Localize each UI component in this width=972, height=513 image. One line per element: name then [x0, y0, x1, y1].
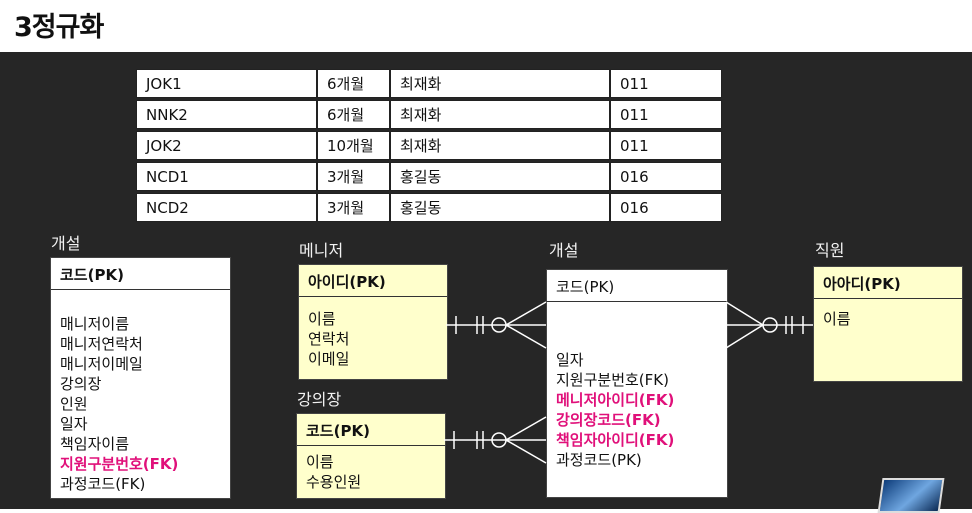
entity-room: 코드(PK) 이름 수용인원	[296, 413, 446, 499]
relationship-gaesul-staff	[725, 301, 813, 349]
table-row: JOK1 6개월 최재화 011	[136, 69, 722, 98]
entity-gaesul-left: 코드(PK) 매니저이름 매니저연락처 매니저이메일 강의장 인원 일자 책임자…	[50, 257, 231, 499]
entity-manager: 아이디(PK) 이름 연락처 이메일	[298, 264, 448, 380]
table-cell: 6개월	[317, 69, 390, 98]
entity-attr: 과정코드(FK)	[60, 475, 146, 493]
entity-caption-staff: 직원	[815, 241, 845, 260]
entity-attr: 일자	[556, 351, 584, 369]
entity-attr: 매니저연락처	[60, 335, 143, 353]
entity-attr: 이름	[306, 453, 334, 471]
table-cell: JOK2	[136, 131, 317, 160]
entity-pk: 코드(PK)	[556, 278, 615, 296]
entity-divider	[297, 445, 445, 446]
entity-attr-fk: 지원구분번호(FK)	[60, 455, 179, 473]
table-cell: 016	[610, 162, 722, 191]
table-row: NCD2 3개월 홍길동 016	[136, 193, 722, 222]
table-cell: 10개월	[317, 131, 390, 160]
title-bar: 3정규화	[0, 0, 972, 52]
table-cell: 6개월	[317, 100, 390, 129]
entity-attr: 매니저이름	[60, 315, 130, 333]
entity-attr: 책임자이름	[60, 435, 130, 453]
table-cell: 최재화	[390, 100, 610, 129]
table-cell: NCD1	[136, 162, 317, 191]
entity-attr: 수용인원	[306, 473, 362, 491]
entity-pk: 코드(PK)	[306, 422, 370, 440]
relationship-room-gaesul	[444, 416, 547, 464]
table-row: NNK2 6개월 최재화 011	[136, 100, 722, 129]
table-cell: 3개월	[317, 162, 390, 191]
entity-pk: 코드(PK)	[60, 266, 124, 284]
entity-divider	[814, 298, 962, 299]
entity-attr: 지원구분번호(FK)	[556, 371, 669, 389]
entity-staff: 아아디(PK) 이름	[813, 266, 963, 382]
entity-attr: 과정코드(PK)	[556, 451, 642, 469]
table-cell: 011	[610, 131, 722, 160]
entity-divider	[299, 296, 447, 297]
page-title: 3정규화	[14, 12, 104, 43]
entity-caption-gaesul-mid: 개설	[549, 241, 579, 260]
entity-attr: 이메일	[308, 350, 350, 368]
entity-attr: 일자	[60, 415, 88, 433]
entity-divider	[51, 289, 230, 290]
entity-attr-fk: 강의장코드(FK)	[556, 411, 661, 429]
entity-divider	[547, 301, 727, 302]
entity-attr: 이름	[823, 310, 851, 328]
data-table: JOK1 6개월 최재화 011 NNK2 6개월 최재화 011 JOK2 1…	[136, 67, 722, 224]
table-cell: 3개월	[317, 193, 390, 222]
table-cell: 홍길동	[390, 193, 610, 222]
relationship-manager-gaesul	[446, 301, 547, 349]
entity-attr: 매니저이메일	[60, 355, 143, 373]
table-cell: 016	[610, 193, 722, 222]
entity-caption-gaesul-left: 개설	[51, 234, 81, 253]
decorative-screen-icon	[877, 478, 945, 513]
entity-caption-manager: 메니저	[299, 241, 344, 260]
table-row: NCD1 3개월 홍길동 016	[136, 162, 722, 191]
entity-attr: 연락처	[308, 330, 350, 348]
entity-attr: 이름	[308, 310, 336, 328]
entity-attr: 강의장	[60, 375, 102, 393]
table-cell: 홍길동	[390, 162, 610, 191]
table-cell: 011	[610, 69, 722, 98]
table-cell: 최재화	[390, 131, 610, 160]
table-cell: JOK1	[136, 69, 317, 98]
entity-attr-fk: 메니저아이디(FK)	[556, 391, 675, 409]
entity-caption-room: 강의장	[297, 390, 342, 409]
table-cell: 011	[610, 100, 722, 129]
entity-pk: 아이디(PK)	[308, 273, 386, 291]
table-cell: NCD2	[136, 193, 317, 222]
table-cell: NNK2	[136, 100, 317, 129]
entity-pk: 아아디(PK)	[823, 275, 901, 293]
table-row: JOK2 10개월 최재화 011	[136, 131, 722, 160]
entity-attr-fk: 책임자아이디(FK)	[556, 431, 675, 449]
table-cell: 최재화	[390, 69, 610, 98]
entity-gaesul-mid: 코드(PK) 일자 지원구분번호(FK) 메니저아이디(FK) 강의장코드(FK…	[546, 269, 728, 498]
entity-attr: 인원	[60, 395, 88, 413]
